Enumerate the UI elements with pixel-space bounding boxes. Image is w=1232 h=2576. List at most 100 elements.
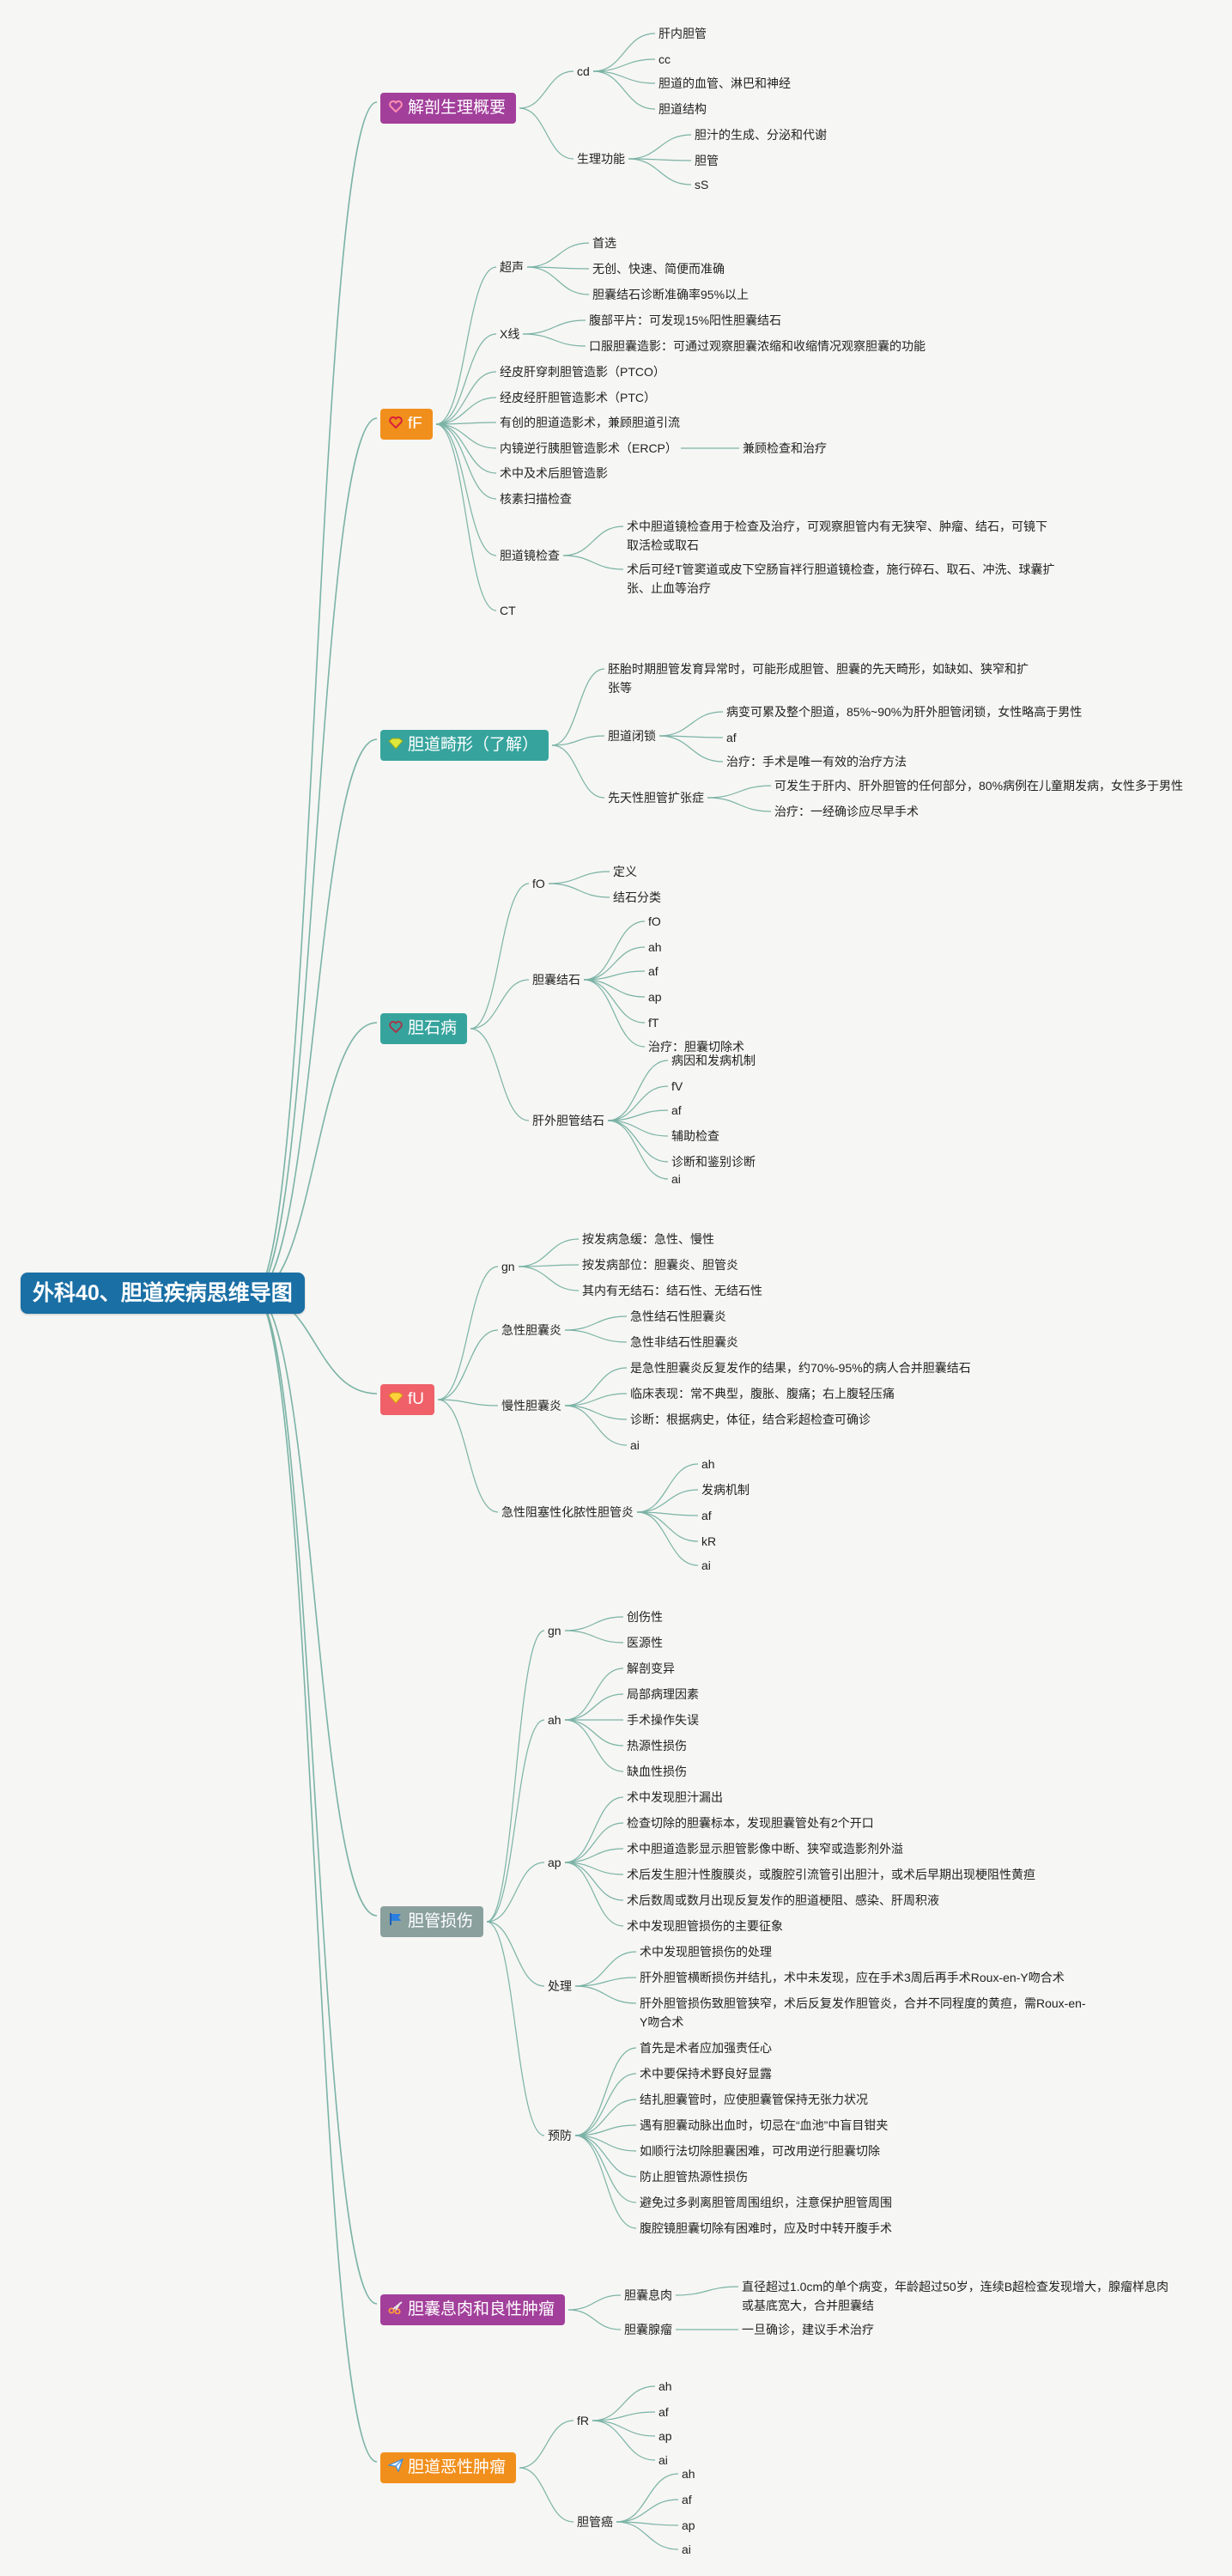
leaf[interactable]: 首先是术者应加强责任心 (640, 2041, 772, 2055)
leaf[interactable]: af (726, 731, 737, 744)
leaf[interactable]: af (671, 1103, 682, 1117)
node-gallbladder-stone[interactable]: 胆囊结石 (532, 973, 580, 987)
leaf[interactable]: ah (658, 2379, 672, 2393)
node-cbd-stone[interactable]: 肝外胆管结石 (532, 1114, 604, 1127)
node-gallbladder-adenoma[interactable]: 胆囊腺瘤 (624, 2323, 672, 2336)
leaf[interactable]: 无创、快速、简便而准确 (592, 262, 725, 276)
leaf[interactable]: 诊断和鉴别诊断 (671, 1155, 756, 1169)
leaf[interactable]: 胆汁的生成、分泌和代谢 (695, 128, 827, 142)
leaf[interactable]: 辅助检查 (671, 1129, 719, 1143)
leaf[interactable]: 治疗：胆囊切除术 (648, 1040, 744, 1054)
node-choledochal-cyst[interactable]: 先天性胆管扩张症 (608, 791, 704, 805)
branch-malformation[interactable]: 胆道畸形（了解） (380, 730, 549, 761)
leaf[interactable]: 热源性损伤 (627, 1739, 687, 1753)
leaf[interactable]: 遇有胆囊动脉出血时，切忌在“血池”中盲目钳夹 (640, 2118, 889, 2132)
node-cholangioscopy[interactable]: 胆道镜检查 (500, 549, 560, 562)
leaf[interactable]: 避免过多剥离胆管周围组织，注意保护胆管周围 (640, 2196, 892, 2209)
branch-malignant-tumor[interactable]: 胆道恶性肿瘤 (380, 2452, 517, 2483)
leaf[interactable]: sS (695, 178, 709, 191)
branch-gallstone[interactable]: 胆石病 (380, 1013, 468, 1044)
leaf[interactable]: 术中胆道造影显示胆管影像中断、狭窄或造影剂外溢 (627, 1842, 903, 1856)
node-physiology[interactable]: 生理功能 (577, 152, 625, 166)
node-injury-prevention[interactable]: 预防 (548, 2129, 572, 2142)
leaf[interactable]: af (658, 2405, 669, 2419)
leaf[interactable]: af (701, 1509, 712, 1522)
leaf[interactable]: ai (671, 1172, 681, 1186)
leaf[interactable]: 如顺行法切除胆囊困难，可改用逆行胆囊切除 (640, 2144, 880, 2158)
leaf[interactable]: 临床表现：常不典型，腹胀、腹痛；右上腹轻压痛 (630, 1387, 895, 1400)
leaf[interactable]: 医源性 (627, 1636, 663, 1649)
leaf[interactable]: af (682, 2493, 692, 2506)
node-intraop[interactable]: 术中及术后胆管造影 (500, 466, 608, 480)
leaf[interactable]: 术后数周或数月出现反复发作的胆道梗阻、感染、肝周积液 (627, 1893, 939, 1907)
leaf[interactable]: 结石分类 (613, 890, 661, 904)
leaf[interactable]: 解剖变异 (627, 1662, 675, 1675)
node-injury-ah[interactable]: ah (548, 1713, 561, 1727)
leaf[interactable]: 胆道结构 (658, 102, 707, 116)
leaf[interactable]: 兼顾检查和治疗 (743, 441, 827, 455)
leaf[interactable]: 发病机制 (701, 1483, 750, 1497)
node-ultrasound[interactable]: 超声 (500, 260, 524, 274)
node-ercp[interactable]: 内镜逆行胰胆管造影术（ERCP） (500, 441, 677, 455)
leaf[interactable]: ap (658, 2429, 672, 2443)
node-injury-gn[interactable]: gn (548, 1624, 561, 1637)
leaf[interactable]: 术中发现胆管损伤的处理 (640, 1945, 772, 1959)
leaf[interactable]: 肝外胆管横断损伤并结扎，术中未发现，应在手术3周后再手术Roux-en-Y吻合术 (640, 1971, 1065, 1984)
leaf[interactable]: 急性结石性胆囊炎 (630, 1309, 726, 1323)
leaf[interactable]: 结扎胆囊管时，应使胆囊管保持无张力状况 (640, 2093, 868, 2106)
leaf[interactable]: 胆囊结石诊断准确率95%以上 (592, 288, 750, 301)
leaf[interactable]: 口服胆囊造影：可通过观察胆囊浓缩和收缩情况观察胆囊的功能 (589, 339, 926, 353)
node-tumor-fr[interactable]: fR (577, 2414, 589, 2427)
leaf[interactable]: ah (701, 1457, 715, 1471)
leaf[interactable]: 腹腔镜胆囊切除有困难时，应及时中转开腹手术 (640, 2221, 892, 2235)
leaf[interactable]: ap (648, 990, 662, 1004)
branch-exam[interactable]: fF (380, 409, 433, 440)
node-invasive[interactable]: 有创的胆道造影术，兼顾胆道引流 (500, 416, 680, 429)
leaf[interactable]: ai (701, 1558, 711, 1572)
leaf[interactable]: 治疗：手术是唯一有效的治疗方法 (726, 755, 907, 769)
leaf[interactable]: 治疗：一经确诊应尽早手术 (774, 805, 919, 818)
root-node[interactable]: 外科40、胆道疾病思维导图 (21, 1273, 305, 1314)
leaf[interactable]: 胆管 (695, 154, 719, 167)
branch-infection[interactable]: fU (380, 1384, 434, 1415)
leaf[interactable]: ap (682, 2518, 695, 2532)
node-nuclear[interactable]: 核素扫描检查 (500, 492, 572, 506)
node-injury-treatment[interactable]: 处理 (548, 1979, 572, 1993)
leaf[interactable]: 定义 (613, 865, 637, 878)
node-stone-fo[interactable]: fO (532, 877, 545, 890)
leaf[interactable]: fT (648, 1016, 659, 1030)
node-infection-gn[interactable]: gn (501, 1260, 515, 1273)
leaf[interactable]: cc (658, 52, 671, 66)
node-ptc[interactable]: 经皮经肝胆管造影术（PTC） (500, 391, 656, 404)
leaf[interactable]: 按发病急缓：急性、慢性 (582, 1232, 714, 1246)
node-malformation-intro[interactable]: 胚胎时期胆管发育异常时，可能形成胆管、胆囊的先天畸形，如缺如、狭窄和扩张等 (608, 662, 1029, 695)
node-injury-ap[interactable]: ap (548, 1856, 561, 1869)
leaf[interactable]: kR (701, 1534, 717, 1548)
leaf[interactable]: 肝外胆管损伤致胆管狭窄，术后反复发作胆管炎，合并不同程度的黄疸，需Roux-en… (640, 1996, 1086, 2029)
leaf[interactable]: 术中要保持术野良好显露 (640, 2067, 772, 2081)
leaf[interactable]: 其内有无结石：结石性、无结石性 (582, 1284, 762, 1297)
leaf[interactable]: 术中发现胆汁漏出 (627, 1790, 723, 1804)
leaf[interactable]: 诊断：根据病史，体征，结合彩超检查可确诊 (630, 1413, 871, 1426)
leaf[interactable]: 可发生于肝内、肝外胆管的任何部分，80%病例在儿童期发病，女性多于男性 (774, 779, 1184, 793)
leaf[interactable]: 缺血性损伤 (627, 1765, 687, 1778)
leaf[interactable]: 是急性胆囊炎反复发作的结果，约70%-95%的病人合并胆囊结石 (630, 1361, 971, 1375)
leaf[interactable]: ai (630, 1438, 640, 1452)
leaf[interactable]: 病因和发病机制 (671, 1054, 756, 1067)
leaf[interactable]: 胆道的血管、淋巴和神经 (658, 76, 791, 90)
leaf[interactable]: fV (671, 1079, 683, 1093)
node-cholangiocarcinoma[interactable]: 胆管癌 (577, 2515, 613, 2529)
leaf[interactable]: ai (658, 2453, 668, 2467)
leaf[interactable]: ah (682, 2467, 695, 2481)
leaf[interactable]: af (648, 964, 658, 978)
leaf[interactable]: 直径超过1.0cm的单个病变，年龄超过50岁，连续B超检查发现增大，腺瘤样息肉或… (742, 2280, 1169, 2312)
node-xray[interactable]: X线 (500, 327, 520, 341)
leaf[interactable]: ai (682, 2543, 691, 2556)
node-aosc[interactable]: 急性阻塞性化脓性胆管炎 (501, 1505, 634, 1519)
leaf[interactable]: 术中发现胆管损伤的主要征象 (627, 1919, 783, 1933)
leaf[interactable]: fO (648, 914, 661, 928)
node-biliary-atresia[interactable]: 胆道闭锁 (608, 729, 656, 743)
leaf[interactable]: ah (648, 940, 662, 954)
branch-bile-duct-injury[interactable]: 胆管损伤 (380, 1906, 484, 1937)
leaf[interactable]: 肝内胆管 (658, 27, 707, 40)
